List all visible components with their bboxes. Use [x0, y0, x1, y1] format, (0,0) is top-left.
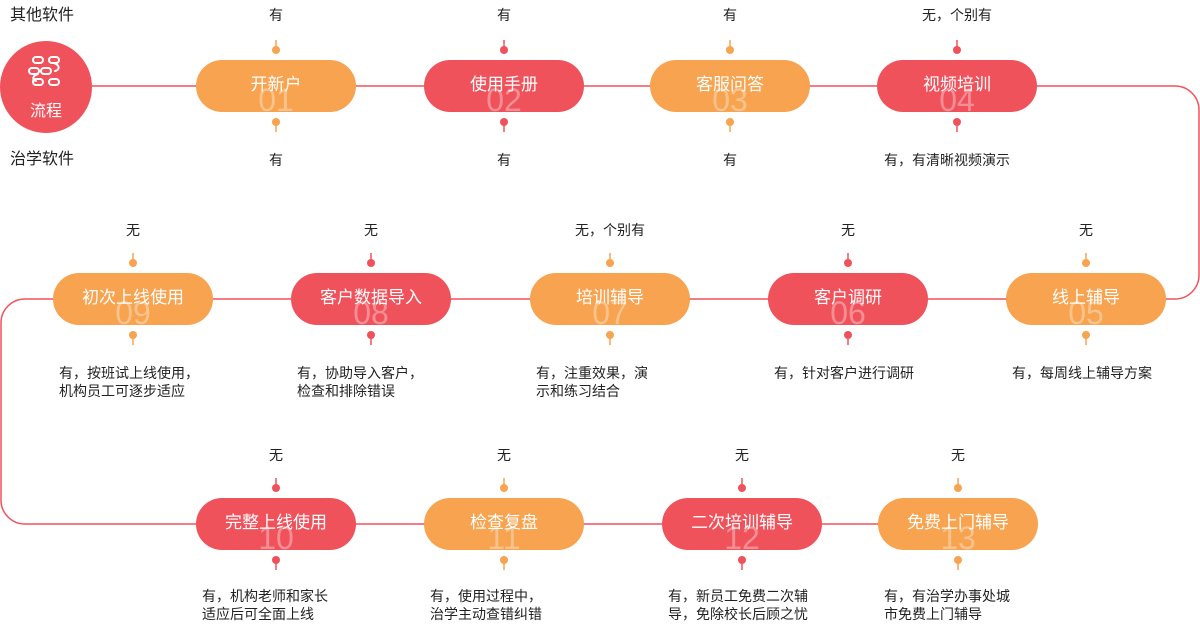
ours-marker-dot	[606, 331, 614, 339]
other-marker-dot	[129, 259, 137, 267]
step-label: 免费上门辅导	[907, 513, 1009, 533]
our-software-note: 有，有治学办事处城市免费上门辅导	[884, 589, 1010, 623]
other-software-note: 无	[497, 448, 511, 464]
step-number: 12	[724, 520, 760, 550]
other-marker-dot	[726, 46, 734, 54]
other-software-note: 无	[269, 448, 283, 464]
our-software-note: 有，新员工免费二次辅导，免除校长后顾之忧	[668, 589, 808, 623]
our-software-note: 有，注重效果，演示和练习结合	[536, 366, 648, 400]
step-label: 完整上线使用	[225, 513, 327, 533]
other-marker-dot	[954, 484, 962, 492]
step-number: 04	[939, 82, 975, 112]
other-software-note: 无	[126, 223, 140, 239]
step-label: 开新户	[250, 75, 302, 95]
step-number: 13	[940, 520, 976, 550]
step-label: 视频培训	[923, 75, 991, 95]
step-number: 11	[487, 520, 521, 550]
ours-marker-dot	[953, 118, 961, 126]
other-software-note: 无，个别有	[575, 223, 645, 239]
ours-marker-dot	[129, 331, 137, 339]
step-label: 客户调研	[814, 288, 882, 308]
other-marker-dot	[500, 484, 508, 492]
our-software-note: 有，每周线上辅导方案	[1012, 366, 1152, 382]
ours-marker-dot	[367, 331, 375, 339]
our-software-note: 有	[497, 153, 511, 169]
step-number: 08	[353, 295, 389, 325]
other-marker-dot	[606, 259, 614, 267]
step-number: 02	[486, 82, 522, 112]
other-marker-dot	[953, 46, 961, 54]
ours-marker-dot	[726, 118, 734, 126]
our-software-note: 有，使用过程中，治学主动查错纠错	[430, 589, 542, 623]
our-software-note: 有	[269, 153, 283, 169]
other-marker-dot	[738, 484, 746, 492]
other-software-note: 无	[364, 223, 378, 239]
step-label: 培训辅导	[576, 288, 644, 308]
other-software-note: 无	[951, 448, 965, 464]
other-marker-dot	[367, 259, 375, 267]
ours-marker-dot	[272, 118, 280, 126]
ours-marker-dot	[954, 556, 962, 564]
other-software-note: 有	[723, 8, 737, 24]
flow-badge: 流程	[0, 41, 92, 133]
step-label: 客服问答	[696, 75, 764, 95]
step-label: 二次培训辅导	[691, 513, 793, 533]
step-label: 线上辅导	[1052, 288, 1120, 308]
other-marker-dot	[500, 46, 508, 54]
our-software-note: 有，有清晰视频演示	[884, 153, 1010, 169]
step-label: 检查复盘	[470, 513, 538, 533]
other-software-label: 其他软件	[10, 5, 75, 24]
other-software-note: 无	[735, 448, 749, 464]
other-marker-dot	[1082, 259, 1090, 267]
step-number: 05	[1068, 295, 1104, 325]
other-marker-dot	[844, 259, 852, 267]
our-software-note: 有，机构老师和家长适应后可全面上线	[202, 589, 328, 623]
step-number: 06	[830, 295, 866, 325]
other-software-note: 有	[269, 8, 283, 24]
our-software-note: 有，按班试上线使用，机构员工可逐步适应	[59, 366, 199, 400]
step-number: 03	[712, 82, 748, 112]
step-number: 07	[592, 295, 628, 325]
our-software-note: 有，协助导入客户，检查和排除错误	[297, 366, 423, 400]
other-software-note: 有	[497, 8, 511, 24]
other-marker-dot	[272, 46, 280, 54]
ours-marker-dot	[1082, 331, 1090, 339]
other-software-note: 无，个别有	[922, 8, 992, 24]
step-number: 09	[115, 295, 151, 325]
our-software-note: 有，针对客户进行调研	[774, 366, 914, 382]
ours-marker-dot	[738, 556, 746, 564]
step-number: 01	[258, 82, 294, 112]
ours-marker-dot	[844, 331, 852, 339]
our-software-note: 有	[723, 153, 737, 169]
ours-marker-dot	[500, 118, 508, 126]
step-label: 使用手册	[470, 75, 538, 95]
step-number: 10	[258, 520, 294, 550]
ours-marker-dot	[272, 556, 280, 564]
our-software-label: 治学软件	[10, 149, 75, 168]
ours-marker-dot	[500, 556, 508, 564]
other-marker-dot	[272, 484, 280, 492]
step-label: 初次上线使用	[82, 288, 184, 308]
step-label: 客户数据导入	[320, 288, 422, 308]
workflow-icon	[28, 56, 60, 86]
other-software-note: 无	[1079, 223, 1093, 239]
flow-badge-text: 流程	[29, 101, 62, 120]
other-software-note: 无	[841, 223, 855, 239]
